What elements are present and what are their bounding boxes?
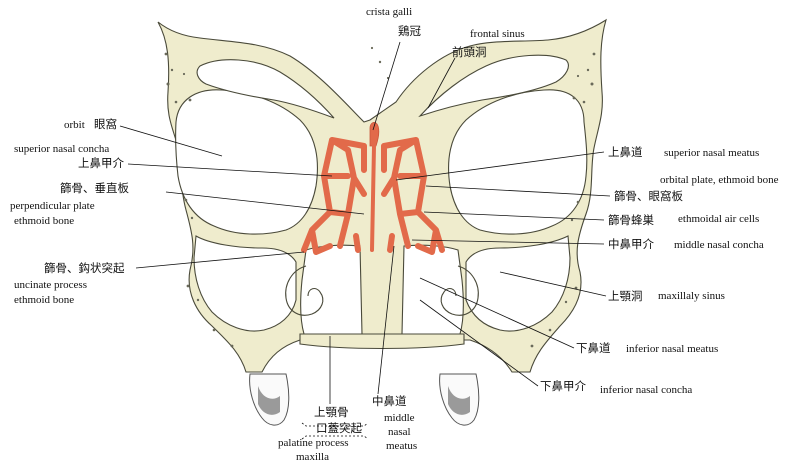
label-maxillary-en: maxillaly sinus <box>658 290 725 302</box>
label-mid-meatus-en2: nasal <box>388 426 411 438</box>
label-sup-meatus-en: superior nasal meatus <box>664 147 759 159</box>
right-maxillary-sinus <box>465 235 571 332</box>
label-mid-meatus-ja: 中鼻道 <box>372 394 407 408</box>
label-frontal-sinus-en: frontal sinus <box>470 28 525 40</box>
label-superior-concha-en: superior nasal concha <box>14 143 109 155</box>
label-orbital-plate-ja: 篩骨、眼窩板 <box>614 189 683 203</box>
right-tooth <box>439 373 480 426</box>
label-uncinate-en1: uncinate process <box>14 279 87 291</box>
label-maxilla-en1: palatine process <box>278 437 349 449</box>
label-mid-meatus-en1: middle <box>384 412 415 424</box>
leader-lines <box>119 41 611 404</box>
label-orbital-plate-en: orbital plate, ethmoid bone <box>660 174 779 186</box>
label-perp-plate-en2: ethmoid bone <box>14 215 74 227</box>
crista-galli <box>369 122 380 147</box>
label-orbit-ja: 眼窩 <box>94 117 117 131</box>
label-maxillary-ja: 上顎洞 <box>608 289 643 303</box>
label-sup-meatus-ja: 上鼻道 <box>608 145 643 159</box>
left-tooth <box>249 373 290 426</box>
label-maxilla-ja1: 上顎骨 <box>314 405 349 419</box>
labels: crista galli 鶏冠 frontal sinus 前頭洞 orbit … <box>10 6 779 463</box>
label-inf-meatus-en: inferior nasal meatus <box>626 343 718 355</box>
label-crista-galli-en: crista galli <box>366 6 412 18</box>
label-inf-concha-en: inferior nasal concha <box>600 384 692 396</box>
frontal-sinus-right <box>418 54 569 118</box>
label-mid-concha-en: middle nasal concha <box>674 239 764 251</box>
frontal-sinus-left <box>196 59 335 119</box>
label-air-cells-ja: 篩骨蜂巣 <box>608 213 654 227</box>
label-mid-meatus-en3: meatus <box>386 440 417 452</box>
right-orbit <box>448 89 588 235</box>
label-mid-concha-ja: 中鼻甲介 <box>608 237 654 251</box>
label-uncinate-ja: 篩骨、鈎状突起 <box>44 261 125 275</box>
label-uncinate-en2: ethmoid bone <box>14 294 74 306</box>
label-perp-plate-en1: perpendicular plate <box>10 200 95 212</box>
label-crista-galli-ja: 鶏冠 <box>398 24 421 38</box>
label-inf-meatus-ja: 下鼻道 <box>576 341 611 355</box>
maxilla-bracket <box>301 422 369 440</box>
label-maxilla-en2: maxilla <box>296 451 329 463</box>
label-superior-concha-ja: 上鼻甲介 <box>78 156 124 170</box>
label-air-cells-en: ethmoidal air cells <box>678 213 759 225</box>
label-perp-plate-ja: 篩骨、垂直板 <box>60 181 129 195</box>
label-inf-concha-ja: 下鼻甲介 <box>540 379 586 393</box>
label-frontal-sinus-ja: 前頭洞 <box>452 45 487 59</box>
label-maxilla-ja2: 口蓋突起 <box>316 421 362 435</box>
label-orbit-en: orbit <box>64 119 85 131</box>
ethmoid-bone <box>301 122 445 255</box>
inferior-nasal-conchae <box>285 265 479 316</box>
palate <box>299 333 465 350</box>
